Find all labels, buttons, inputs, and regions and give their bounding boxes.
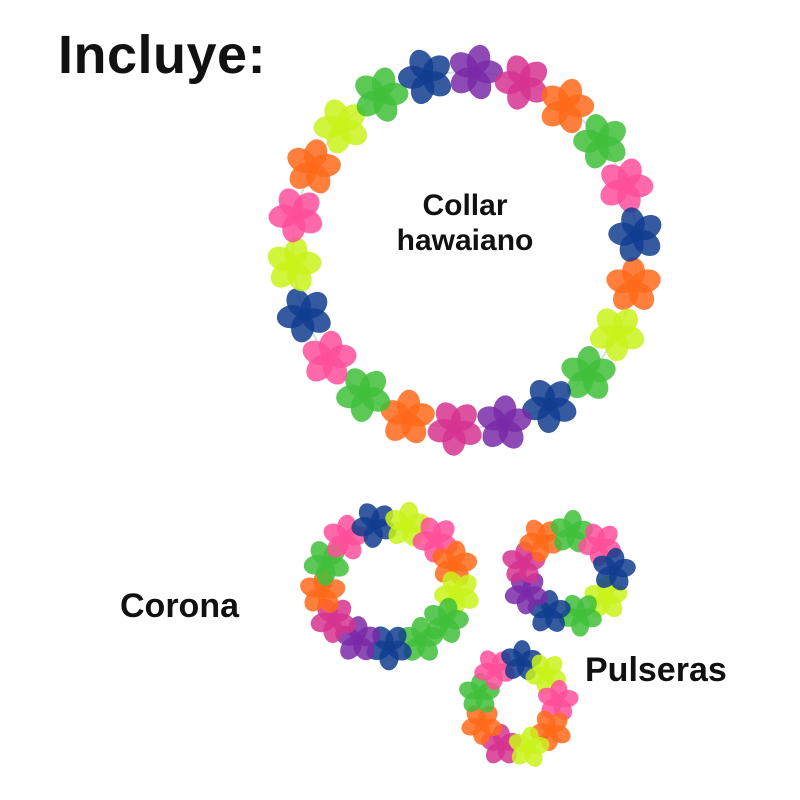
collar-flower: [268, 188, 323, 243]
pulsera2-flower: [459, 672, 500, 713]
pulsera2-flower: [537, 679, 579, 721]
pulsera2-flower: [509, 726, 550, 767]
pulsera-bracelet-1: [502, 509, 636, 637]
pulsera2-flower: [461, 705, 503, 745]
corona-label: Corona: [120, 587, 239, 625]
pulsera1-flower: [593, 547, 636, 591]
collar-flower: [606, 257, 661, 310]
corona-headband: [300, 501, 479, 671]
collar-necklace: [267, 44, 662, 456]
pulsera1-flower: [527, 590, 571, 632]
pulsera1-flower: [584, 575, 628, 618]
collar-flower: [302, 330, 357, 385]
collar-flower: [267, 237, 322, 292]
pulsera2-flower: [530, 710, 571, 751]
collar-flower: [561, 345, 616, 399]
collar-flower: [494, 55, 548, 110]
collar-flower: [573, 114, 626, 169]
corona-flower: [434, 571, 479, 617]
collar-label-line-2: hawaiano: [396, 224, 534, 258]
collar-label-line-1: Collar: [422, 189, 508, 222]
collar-flower: [589, 308, 645, 362]
collar-flower: [427, 402, 482, 456]
collar-flower: [449, 44, 503, 100]
collar-flower: [608, 207, 662, 262]
collar-flower: [336, 368, 391, 422]
collar-flower: [600, 158, 654, 213]
collar-flower: [276, 288, 331, 343]
corona-flower: [424, 597, 469, 643]
collar-label: Collar hawaiano: [380, 188, 550, 259]
pulsera-bracelet-2: [459, 640, 579, 767]
corona-flower: [323, 514, 369, 560]
collar-flower: [398, 49, 452, 105]
pulsera1-flower: [519, 519, 563, 563]
collar-flower: [355, 67, 409, 122]
collar-flower: [380, 389, 435, 444]
page-title: Incluye:: [58, 25, 267, 85]
collar-flower: [541, 78, 595, 134]
collar-flower: [477, 395, 532, 449]
collar-flower: [287, 139, 341, 194]
corona-flower: [351, 503, 397, 548]
pulseras-label: Pulseras: [585, 651, 727, 689]
